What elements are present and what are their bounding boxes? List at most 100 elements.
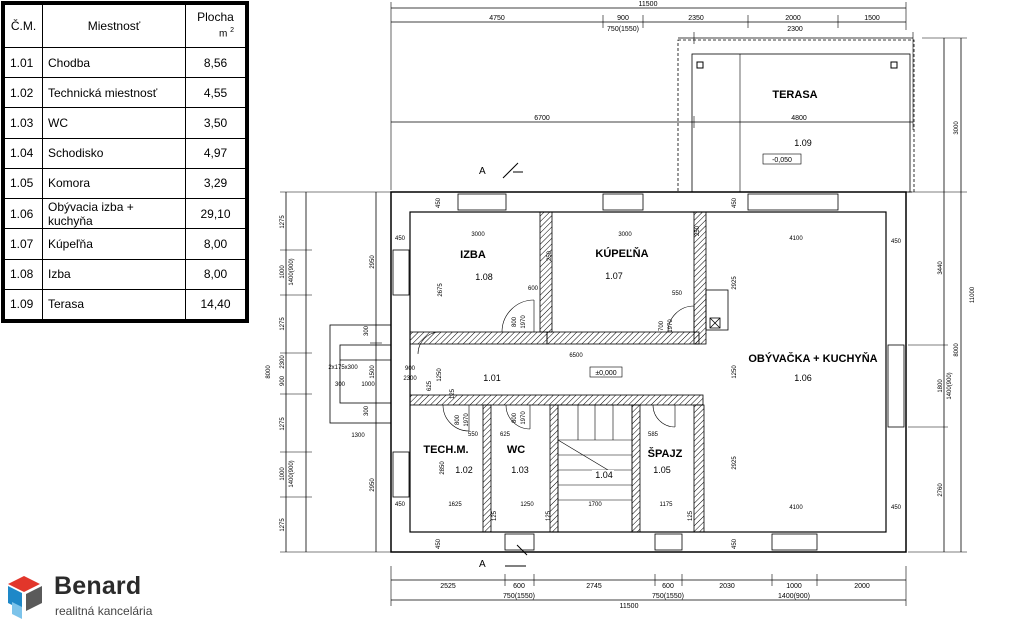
room-labels: TERASA 1.09 -0,050 IZBA 1.08 KÚPEĽŇA 1.0…	[423, 89, 878, 480]
left-dimension-text: 1275 1000 1400(900) 1275 2300 900 1275 1…	[266, 215, 376, 532]
benard-logo: Benard realitná kancelária	[2, 572, 182, 622]
svg-text:1400(900): 1400(900)	[289, 460, 295, 487]
svg-text:300: 300	[364, 405, 370, 416]
svg-text:450: 450	[891, 239, 902, 245]
svg-text:450: 450	[891, 505, 902, 511]
header-area: Plocha m 2	[185, 4, 246, 48]
section-label-top: A	[479, 166, 486, 177]
door-swings	[417, 299, 695, 432]
room-num-izba: 1.08	[475, 272, 493, 282]
svg-text:1625: 1625	[448, 502, 462, 508]
room-number-cell: 1.04	[4, 137, 43, 169]
room-name-cell: Komora	[42, 167, 186, 200]
dim-bottom-1000: 1000	[786, 583, 802, 590]
dim-bottom-2030: 2030	[719, 583, 735, 590]
logo-tagline: realitná kancelária	[55, 604, 153, 618]
svg-text:2950: 2950	[370, 255, 376, 269]
svg-text:300: 300	[335, 382, 346, 388]
dim-top-2000: 2000	[785, 15, 801, 22]
room-name-cell: Kúpeľňa	[42, 228, 186, 260]
svg-text:2x175x300: 2x175x300	[328, 365, 358, 371]
svg-text:1275: 1275	[280, 417, 286, 431]
room-area-cell: 4,97	[185, 137, 246, 169]
svg-text:2925: 2925	[732, 276, 738, 290]
svg-text:1400(900): 1400(900)	[947, 372, 953, 399]
room-number-cell: 1.07	[4, 228, 43, 260]
room-num-spajz: 1.05	[653, 465, 671, 475]
room-name-tech: TECH.M.	[423, 444, 468, 456]
section-label-bottom: A	[479, 559, 486, 570]
svg-text:1700: 1700	[588, 502, 602, 508]
room-area-cell: 3,29	[185, 167, 246, 200]
dim-top-750: 750(1550)	[607, 26, 639, 33]
svg-text:550: 550	[672, 291, 683, 297]
svg-text:625: 625	[500, 432, 511, 438]
svg-text:450: 450	[732, 538, 738, 549]
room-area-cell: 8,00	[185, 258, 246, 290]
svg-text:2300: 2300	[403, 376, 417, 382]
right-dimension-text: 3000 11000 3440 8000 1800 1400(900) 2760	[938, 121, 976, 497]
header-area-unit: m 2	[218, 27, 234, 40]
dim-bottom-2525: 2525	[440, 583, 456, 590]
dim-bottom-2000: 2000	[854, 583, 870, 590]
svg-text:550: 550	[468, 432, 479, 438]
room-num-wc: 1.03	[511, 465, 529, 475]
room-number-cell: 1.03	[4, 107, 43, 139]
svg-text:1300: 1300	[351, 433, 365, 439]
svg-text:450: 450	[436, 197, 442, 208]
svg-text:1250: 1250	[437, 368, 443, 382]
dim-bottom-total: 11500	[620, 603, 639, 610]
table-header-row: Č.M. Miestnosť Plocha m 2	[4, 4, 246, 48]
svg-text:1970: 1970	[464, 413, 470, 427]
room-num-chodba: 1.01	[483, 373, 501, 383]
room-name-cell: Obývacia izba + kuchyňa	[42, 198, 186, 230]
dim-top-2300: 2300	[787, 26, 803, 33]
room-name-izba: IZBA	[460, 249, 486, 261]
svg-text:1400(900): 1400(900)	[289, 258, 295, 285]
exterior-walls	[390, 191, 907, 553]
svg-text:250: 250	[547, 250, 553, 261]
svg-text:450: 450	[732, 197, 738, 208]
dim-top-1500: 1500	[864, 15, 880, 22]
room-area-cell: 8,00	[185, 228, 246, 260]
svg-text:125: 125	[450, 388, 456, 399]
room-name-spajz: ŠPAJZ	[648, 447, 683, 460]
svg-text:450: 450	[436, 538, 442, 549]
svg-text:1175: 1175	[660, 502, 674, 508]
dim-bottom-2745: 2745	[586, 583, 602, 590]
svg-text:8000: 8000	[954, 343, 960, 357]
svg-text:1275: 1275	[280, 215, 286, 229]
dim-bottom-1400: 1400(900)	[778, 593, 810, 600]
svg-text:800: 800	[455, 414, 461, 425]
svg-text:900: 900	[405, 366, 416, 372]
level-chodba: ±0,000	[595, 370, 616, 377]
dim-top-4800: 4800	[791, 115, 807, 122]
dim-top-total: 11500	[639, 1, 658, 8]
dim-top-4750: 4750	[489, 15, 505, 22]
svg-text:2850: 2850	[440, 461, 446, 475]
svg-text:2760: 2760	[938, 483, 944, 497]
dim-top-2350: 2350	[688, 15, 704, 22]
room-area-cell: 8,56	[185, 46, 246, 79]
dimension-lines	[280, 2, 967, 606]
svg-text:300: 300	[364, 325, 370, 336]
room-number-cell: 1.01	[4, 46, 43, 79]
room-num-obyvacka: 1.06	[794, 373, 812, 383]
svg-text:1970: 1970	[521, 411, 527, 425]
svg-text:2925: 2925	[732, 456, 738, 470]
floor-plan: A A TERASA 1.09 -0,050 IZBA 1.08 KÚPEĽŇA…	[258, 0, 1024, 624]
svg-text:125: 125	[688, 510, 694, 521]
interior-dimension-text: 450 3000 3000 450 4100 450 250 250 2675 …	[395, 197, 902, 549]
room-name-cell: Schodisko	[42, 137, 186, 169]
level-terasa: -0,050	[772, 157, 792, 164]
svg-text:1250: 1250	[520, 502, 534, 508]
staircase	[557, 404, 633, 533]
header-room-name: Miestnosť	[42, 4, 186, 48]
